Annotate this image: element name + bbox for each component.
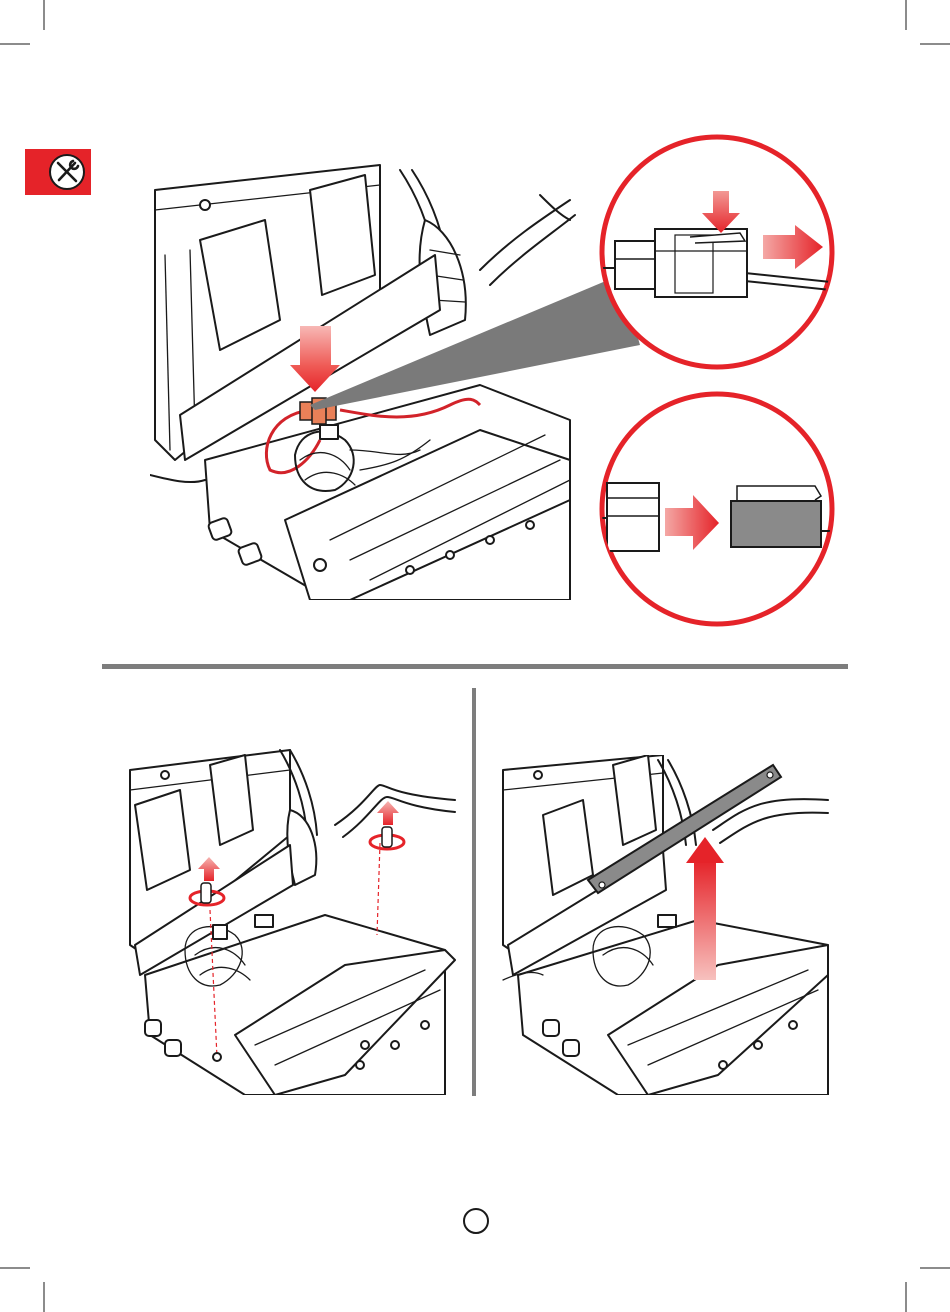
zoom-connector	[595, 133, 840, 373]
zoom-separated	[595, 388, 840, 633]
wrench-screwdriver-icon	[25, 149, 91, 195]
page-number	[463, 1208, 489, 1234]
tool-badge	[25, 149, 91, 195]
bottom-right-figure	[498, 755, 838, 1095]
section-divider	[102, 664, 848, 669]
bottom-left-figure	[125, 745, 460, 1095]
bolt-right	[370, 801, 404, 849]
column-divider	[472, 688, 476, 1096]
connector-right-part	[731, 501, 821, 547]
connector-left-part	[607, 483, 659, 551]
lift-arrow	[694, 860, 716, 980]
connector-left-half	[615, 241, 659, 289]
